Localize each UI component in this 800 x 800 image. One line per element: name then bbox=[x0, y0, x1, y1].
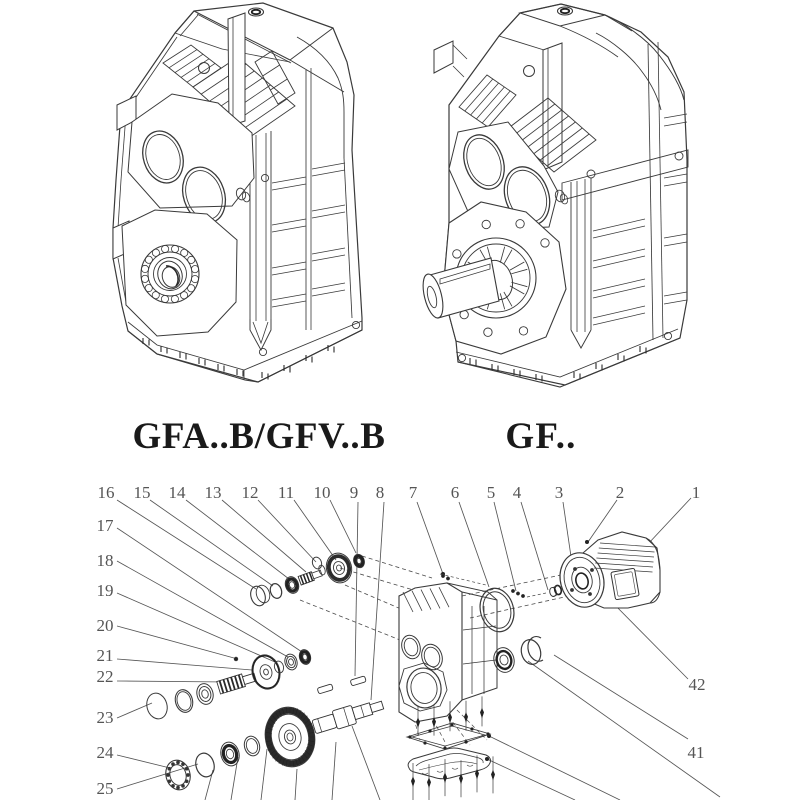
svg-text:42: 42 bbox=[689, 675, 706, 694]
svg-text:8: 8 bbox=[376, 483, 385, 502]
svg-text:GFA..B/GFV..B: GFA..B/GFV..B bbox=[132, 416, 385, 457]
svg-text:41: 41 bbox=[688, 743, 705, 762]
svg-text:7: 7 bbox=[409, 483, 418, 502]
svg-text:24: 24 bbox=[97, 743, 115, 762]
svg-text:10: 10 bbox=[314, 483, 331, 502]
svg-text:19: 19 bbox=[97, 581, 114, 600]
svg-text:15: 15 bbox=[134, 483, 151, 502]
svg-text:11: 11 bbox=[278, 483, 294, 502]
svg-text:21: 21 bbox=[97, 646, 114, 665]
svg-text:20: 20 bbox=[97, 616, 114, 635]
svg-text:3: 3 bbox=[555, 483, 564, 502]
svg-text:GF..: GF.. bbox=[505, 416, 576, 457]
svg-text:14: 14 bbox=[169, 483, 187, 502]
svg-text:13: 13 bbox=[205, 483, 222, 502]
svg-text:25: 25 bbox=[97, 779, 114, 798]
svg-text:9: 9 bbox=[350, 483, 359, 502]
svg-text:18: 18 bbox=[97, 551, 114, 570]
svg-text:5: 5 bbox=[487, 483, 496, 502]
svg-text:6: 6 bbox=[451, 483, 460, 502]
svg-text:17: 17 bbox=[97, 516, 115, 535]
svg-text:1: 1 bbox=[692, 483, 701, 502]
svg-text:22: 22 bbox=[97, 667, 114, 686]
svg-text:2: 2 bbox=[616, 483, 625, 502]
svg-text:4: 4 bbox=[513, 483, 522, 502]
svg-text:16: 16 bbox=[98, 483, 115, 502]
svg-text:12: 12 bbox=[242, 483, 259, 502]
svg-text:23: 23 bbox=[97, 708, 114, 727]
